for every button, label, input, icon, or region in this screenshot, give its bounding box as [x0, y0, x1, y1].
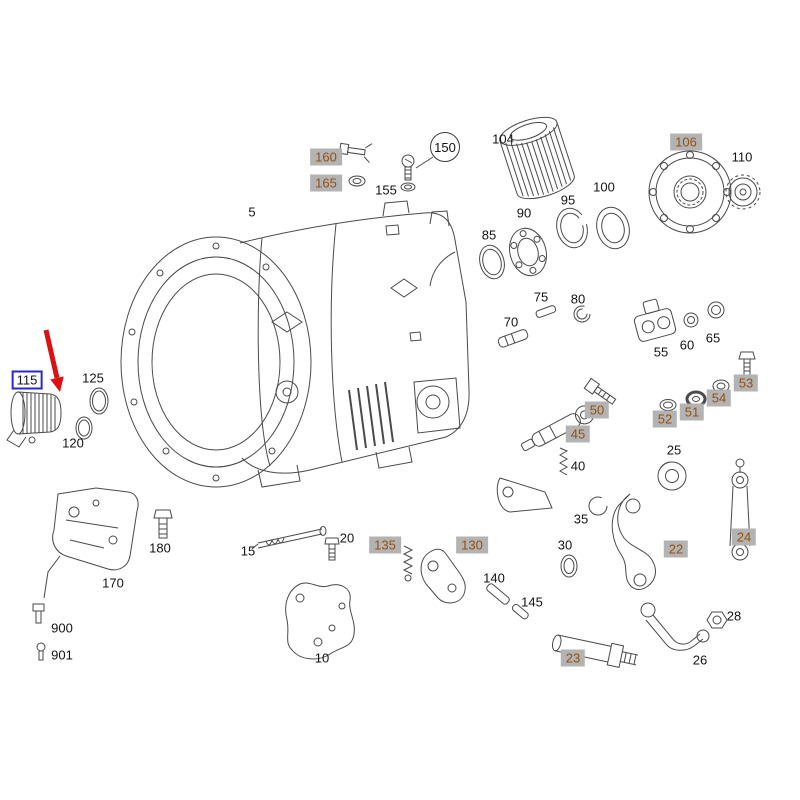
part-label-65: 65	[705, 330, 721, 346]
part-106-flange	[649, 151, 731, 233]
part-label-51: 51	[679, 403, 705, 421]
part-label-22: 22	[663, 540, 689, 558]
part-label-100: 100	[593, 179, 615, 195]
part-100-ring	[592, 204, 634, 253]
part-900-stud	[33, 604, 44, 623]
part-label-145: 145	[521, 594, 543, 610]
part-180-bolt	[154, 510, 172, 538]
part-label-155: 155	[375, 182, 397, 198]
part-label-170: 170	[102, 575, 124, 591]
part-label-115: 115	[11, 370, 43, 390]
part-label-70: 70	[503, 314, 519, 330]
part-95-snap-ring	[552, 205, 591, 251]
part-label-25: 25	[666, 442, 682, 458]
part-22-lever	[612, 494, 655, 589]
part-label-5: 5	[248, 204, 256, 220]
part-15-rod	[252, 527, 326, 550]
part-label-165: 165	[310, 174, 342, 192]
part-label-50: 50	[584, 401, 610, 419]
part-901-screw	[37, 643, 45, 660]
part-label-30: 30	[557, 537, 573, 553]
part-75-pin	[535, 305, 556, 318]
part-25-washer	[658, 462, 686, 490]
part-label-10: 10	[314, 650, 330, 666]
part-label-901: 901	[51, 647, 73, 663]
part-label-54: 54	[706, 389, 732, 407]
part-110-gear	[726, 175, 760, 209]
part-145-pin	[511, 603, 529, 620]
part-85-ring	[476, 242, 508, 281]
part-label-125: 125	[82, 370, 104, 386]
part-label-40: 40	[570, 458, 586, 474]
part-155-screw	[401, 155, 415, 191]
part-label-60: 60	[679, 337, 695, 353]
part-label-20: 20	[339, 530, 355, 546]
part-35-pawl	[497, 478, 607, 515]
part-60-ring	[684, 313, 698, 327]
part-40-spring	[560, 448, 567, 475]
part-170-bracket	[44, 488, 138, 598]
part-115-sensor	[7, 392, 61, 447]
part-label-80: 80	[570, 291, 586, 307]
part-135-spring-pin	[404, 546, 412, 581]
part-label-140: 140	[483, 570, 505, 586]
part-120-ring	[76, 417, 92, 439]
part-label-130: 130	[456, 536, 488, 554]
part-125-ring	[90, 388, 108, 414]
part-80-clip	[574, 306, 590, 322]
part-label-180: 180	[149, 540, 171, 556]
part-5-transmission-housing	[121, 201, 469, 487]
part-label-150: 150	[430, 132, 460, 162]
part-label-95: 95	[560, 192, 576, 208]
part-label-52: 52	[652, 410, 678, 428]
part-140-pin	[485, 583, 510, 606]
part-label-28: 28	[726, 608, 742, 624]
part-label-35: 35	[573, 511, 589, 527]
part-label-15: 15	[240, 543, 256, 559]
part-label-160: 160	[310, 148, 342, 166]
part-label-24: 24	[731, 528, 757, 546]
part-label-55: 55	[653, 344, 669, 360]
part-10-gasket	[286, 583, 355, 659]
part-90-ball-bearing	[504, 224, 551, 280]
part-55-connector	[630, 296, 677, 343]
part-label-900: 900	[51, 620, 73, 636]
part-70-pin	[497, 329, 529, 349]
part-30-ring	[561, 555, 577, 577]
pointer-arrow	[46, 330, 64, 392]
part-label-75: 75	[533, 289, 549, 305]
part-20-bolt	[325, 538, 339, 560]
part-label-110: 110	[731, 149, 753, 165]
part-label-45: 45	[565, 425, 591, 443]
part-label-26: 26	[692, 652, 708, 668]
part-label-90: 90	[516, 205, 532, 221]
part-label-104: 104	[492, 131, 514, 147]
part-label-23: 23	[560, 649, 586, 667]
balloon-150-leader	[416, 157, 433, 168]
part-104-clutch-drum	[496, 112, 577, 205]
part-label-120: 120	[62, 435, 84, 451]
part-50-bolt	[584, 378, 617, 406]
part-label-106: 106	[670, 133, 702, 151]
part-28-nut	[707, 612, 727, 628]
part-160-bolt	[339, 139, 372, 162]
part-65-ring	[708, 302, 724, 318]
part-label-135: 135	[369, 536, 401, 554]
part-label-85: 85	[481, 227, 497, 243]
part-130-lever	[421, 549, 465, 603]
part-label-53: 53	[733, 374, 759, 392]
part-165-washer	[349, 176, 365, 186]
part-26-lever	[641, 603, 709, 650]
